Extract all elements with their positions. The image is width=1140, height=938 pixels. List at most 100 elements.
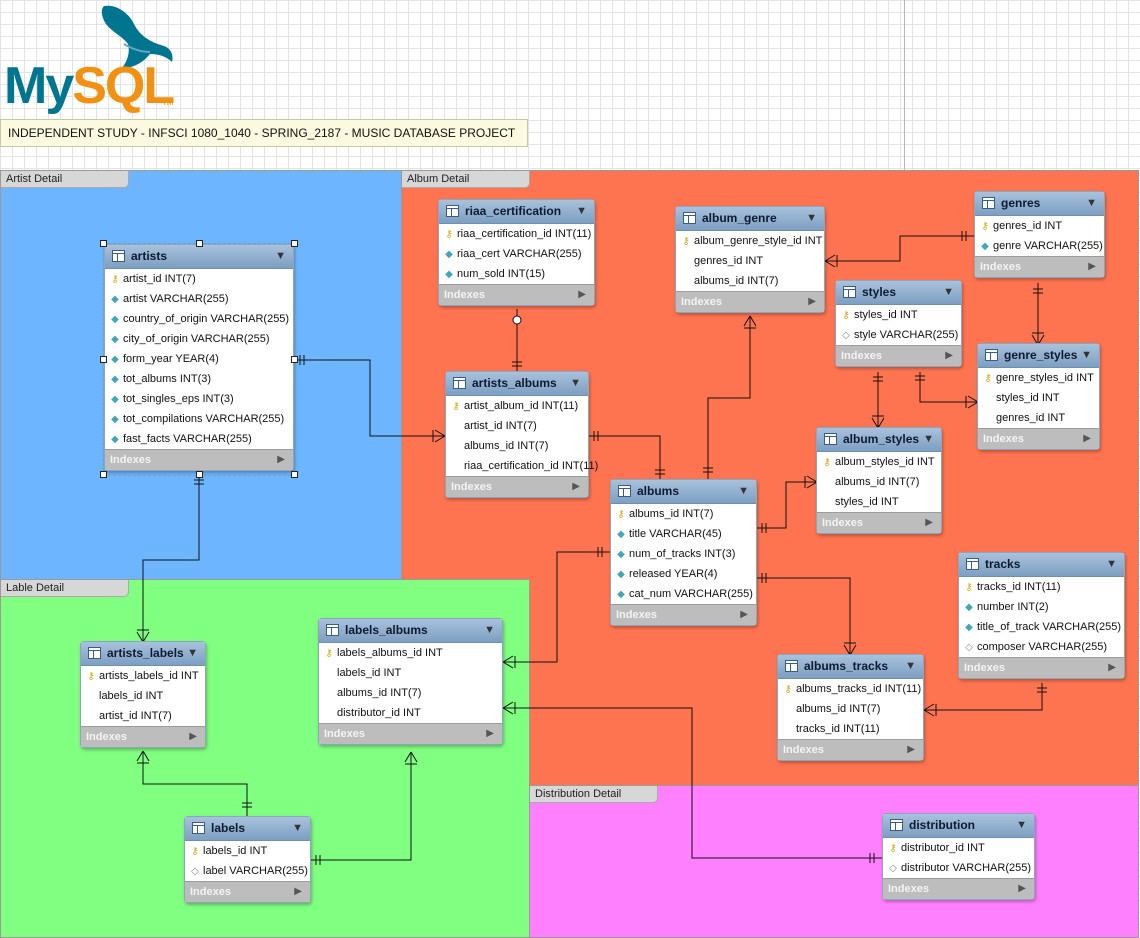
expand-arrow-icon[interactable]: ▶	[945, 350, 953, 361]
expand-arrow-icon[interactable]: ▶	[578, 289, 586, 300]
column-row[interactable]: labels_id INT	[319, 663, 502, 683]
expand-arrow-icon[interactable]: ▶	[486, 728, 494, 739]
table-header[interactable]: artists_labels ▼	[81, 642, 205, 666]
column-row[interactable]: ⚷genre_styles_id INT	[978, 368, 1099, 388]
column-row[interactable]: ◆num_of_tracks INT(3)	[611, 544, 756, 564]
expand-arrow-icon[interactable]: ▶	[189, 731, 197, 742]
column-row[interactable]: ◆number INT(2)	[959, 597, 1124, 617]
table-header[interactable]: albums ▼	[611, 480, 756, 504]
column-row[interactable]: ◆tot_compilations VARCHAR(255)	[105, 409, 293, 429]
table-header[interactable]: labels ▼	[185, 817, 310, 841]
resize-handle[interactable]	[100, 471, 107, 478]
resize-handle[interactable]	[100, 356, 107, 363]
collapse-arrow-icon[interactable]: ▼	[275, 250, 286, 262]
indexes-bar[interactable]: Indexes▶	[883, 878, 1034, 899]
resize-handle[interactable]	[291, 240, 298, 247]
resize-handle[interactable]	[291, 356, 298, 363]
resize-handle[interactable]	[291, 471, 298, 478]
indexes-bar[interactable]: Indexes▶	[778, 739, 923, 760]
expand-arrow-icon[interactable]: ▶	[808, 296, 816, 307]
table-header[interactable]: genres ▼	[975, 192, 1104, 216]
column-row[interactable]: albums_id INT(7)	[817, 472, 941, 492]
expand-arrow-icon[interactable]: ▶	[1108, 662, 1116, 673]
indexes-bar[interactable]: Indexes▶	[81, 726, 205, 747]
table-header[interactable]: labels_albums ▼	[319, 619, 502, 643]
column-row[interactable]: ◆country_of_origin VARCHAR(255)	[105, 309, 293, 329]
collapse-arrow-icon[interactable]: ▼	[1016, 819, 1027, 831]
column-row[interactable]: ◆form_year YEAR(4)	[105, 349, 293, 369]
table-riaa-certification[interactable]: riaa_certification ▼ ⚷riaa_certification…	[438, 199, 595, 306]
column-row[interactable]: ⚷album_genre_style_id INT	[676, 231, 824, 251]
indexes-bar[interactable]: Indexes▶	[185, 881, 310, 902]
column-row[interactable]: ◆city_of_origin VARCHAR(255)	[105, 329, 293, 349]
collapse-arrow-icon[interactable]: ▼	[292, 822, 303, 834]
column-row[interactable]: ◆title VARCHAR(45)	[611, 524, 756, 544]
table-header[interactable]: riaa_certification ▼	[439, 200, 594, 224]
column-row[interactable]: ◆released YEAR(4)	[611, 564, 756, 584]
table-artists[interactable]: artists ▼ ⚷artist_id INT(7)◆artist VARCH…	[104, 244, 294, 471]
indexes-bar[interactable]: Indexes▶	[978, 428, 1099, 449]
expand-arrow-icon[interactable]: ▶	[907, 744, 915, 755]
column-row[interactable]: ⚷albums_tracks_id INT(11)	[778, 679, 923, 699]
table-labels[interactable]: labels ▼ ⚷labels_id INT◇label VARCHAR(25…	[184, 816, 311, 903]
table-albums-tracks[interactable]: albums_tracks ▼ ⚷albums_tracks_id INT(11…	[777, 654, 924, 761]
column-row[interactable]: ⚷labels_id INT	[185, 841, 310, 861]
collapse-arrow-icon[interactable]: ▼	[1081, 349, 1092, 361]
expand-arrow-icon[interactable]: ▶	[1088, 261, 1096, 272]
indexes-bar[interactable]: Indexes▶	[975, 256, 1104, 277]
column-row[interactable]: styles_id INT	[978, 388, 1099, 408]
table-header[interactable]: genre_styles ▼	[978, 344, 1099, 368]
expand-arrow-icon[interactable]: ▶	[925, 517, 933, 528]
column-row[interactable]: styles_id INT	[817, 492, 941, 512]
column-row[interactable]: riaa_certification_id INT(11)	[446, 456, 598, 476]
table-header[interactable]: albums_tracks ▼	[778, 655, 923, 679]
table-albums[interactable]: albums ▼ ⚷albums_id INT(7)◆title VARCHAR…	[610, 479, 757, 626]
column-row[interactable]: ◇style VARCHAR(255)	[836, 325, 961, 345]
collapse-arrow-icon[interactable]: ▼	[923, 433, 934, 445]
indexes-bar[interactable]: Indexes▶	[817, 512, 941, 533]
resize-handle[interactable]	[196, 240, 203, 247]
column-row[interactable]: ◇composer VARCHAR(255)	[959, 637, 1124, 657]
column-row[interactable]: ◆cat_num VARCHAR(255)	[611, 584, 756, 604]
collapse-arrow-icon[interactable]: ▼	[943, 286, 954, 298]
column-row[interactable]: ⚷distributor_id INT	[883, 838, 1034, 858]
indexes-bar[interactable]: Indexes▶	[959, 657, 1124, 678]
table-genres[interactable]: genres ▼ ⚷genres_id INT◆genre VARCHAR(25…	[974, 191, 1105, 278]
indexes-bar[interactable]: Indexes▶	[105, 449, 293, 470]
column-row[interactable]: ⚷artists_labels_id INT	[81, 666, 205, 686]
column-row[interactable]: ⚷styles_id INT	[836, 305, 961, 325]
column-row[interactable]: ◇distributor VARCHAR(255)	[883, 858, 1034, 878]
table-tracks[interactable]: tracks ▼ ⚷tracks_id INT(11)◆number INT(2…	[958, 552, 1125, 679]
expand-arrow-icon[interactable]: ▶	[1018, 883, 1026, 894]
column-row[interactable]: ◇label VARCHAR(255)	[185, 861, 310, 881]
indexes-bar[interactable]: Indexes▶	[676, 291, 824, 312]
column-row[interactable]: genres_id INT	[676, 251, 824, 271]
table-header[interactable]: tracks ▼	[959, 553, 1124, 577]
column-row[interactable]: ⚷riaa_certification_id INT(11)	[439, 224, 594, 244]
expand-arrow-icon[interactable]: ▶	[740, 609, 748, 620]
distribution-detail-region[interactable]: Distribution Detail	[529, 785, 1139, 938]
column-row[interactable]: ⚷artist_album_id INT(11)	[446, 396, 588, 416]
collapse-arrow-icon[interactable]: ▼	[484, 624, 495, 636]
expand-arrow-icon[interactable]: ▶	[294, 886, 302, 897]
column-row[interactable]: ◆genre VARCHAR(255)	[975, 236, 1104, 256]
column-row[interactable]: ◆tot_singles_eps INT(3)	[105, 389, 293, 409]
column-row[interactable]: genres_id INT	[978, 408, 1099, 428]
column-row[interactable]: ⚷album_styles_id INT	[817, 452, 941, 472]
column-row[interactable]: ◆tot_albums INT(3)	[105, 369, 293, 389]
collapse-arrow-icon[interactable]: ▼	[806, 212, 817, 224]
table-header[interactable]: styles ▼	[836, 281, 961, 305]
table-header[interactable]: album_genre ▼	[676, 207, 824, 231]
column-row[interactable]: tracks_id INT(11)	[778, 719, 923, 739]
column-row[interactable]: artist_id INT(7)	[446, 416, 588, 436]
expand-arrow-icon[interactable]: ▶	[1083, 433, 1091, 444]
collapse-arrow-icon[interactable]: ▼	[570, 377, 581, 389]
column-row[interactable]: labels_id INT	[81, 686, 205, 706]
indexes-bar[interactable]: Indexes▶	[611, 604, 756, 625]
indexes-bar[interactable]: Indexes▶	[836, 345, 961, 366]
column-row[interactable]: distributor_id INT	[319, 703, 502, 723]
